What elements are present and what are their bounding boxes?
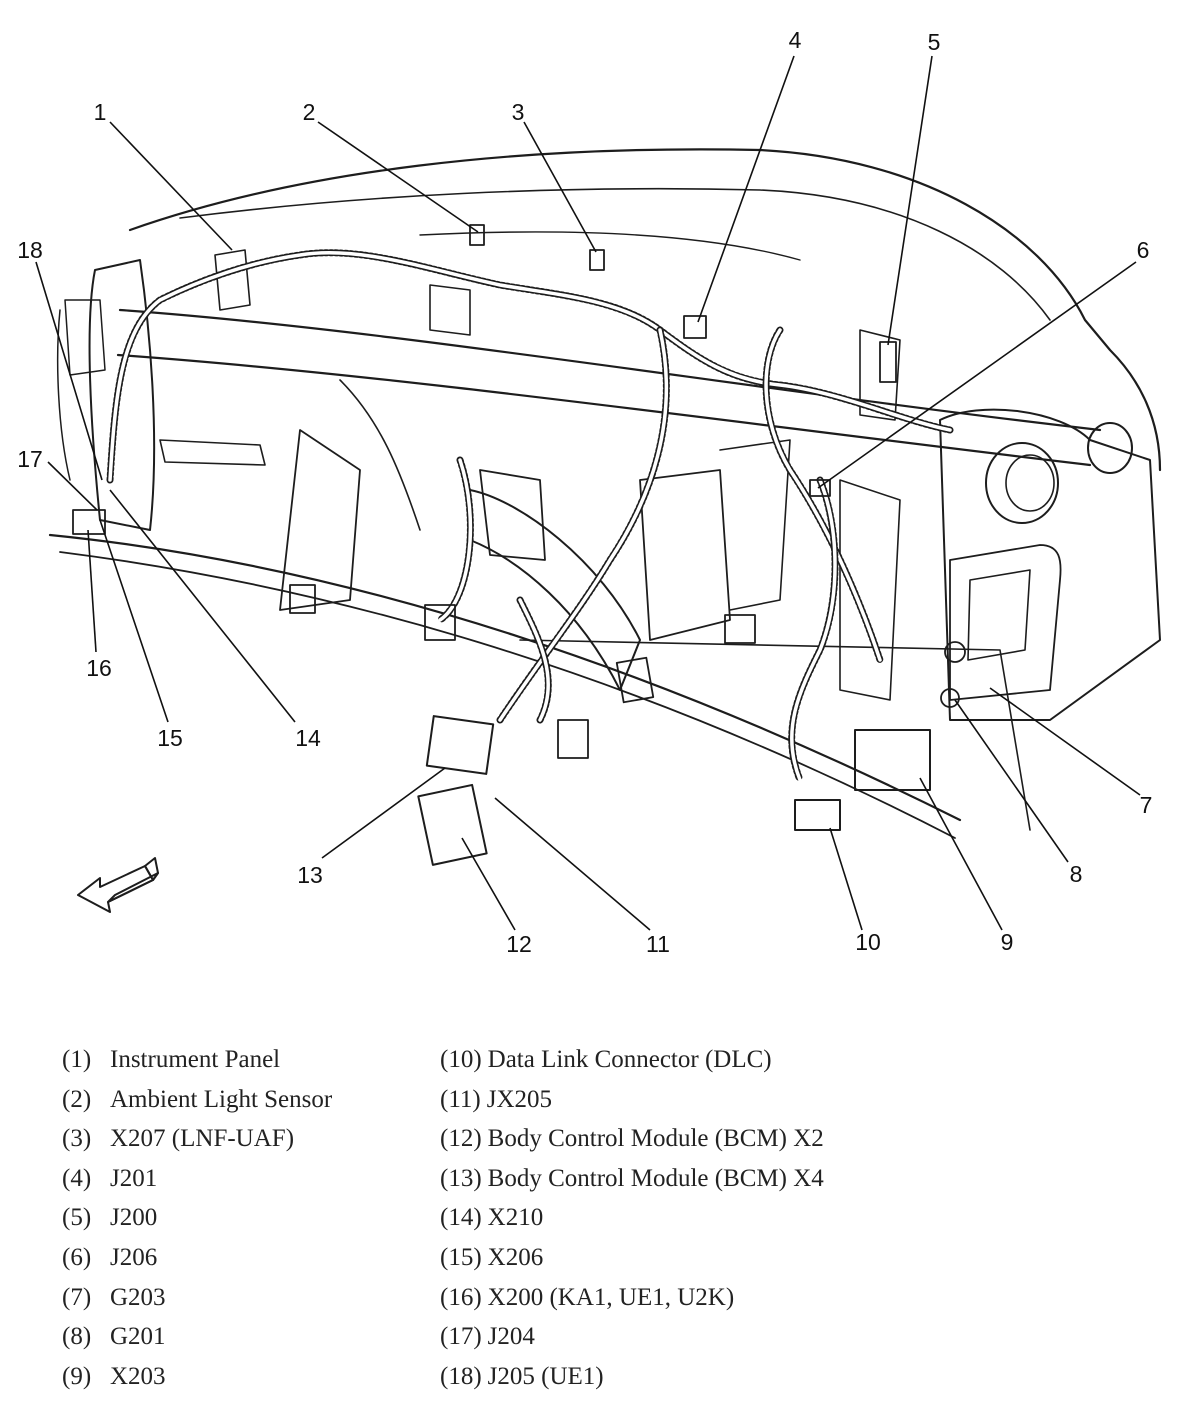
legend-number: (17) (440, 1323, 482, 1351)
legend-label: Instrument Panel (110, 1046, 281, 1073)
legend-number: (15) (440, 1243, 482, 1271)
callout-3: 3 (512, 99, 525, 125)
legend-number: (10) (440, 1046, 482, 1073)
legend-label: Body Control Module (BCM) X2 (487, 1125, 824, 1153)
legend-label: J201 (110, 1164, 158, 1192)
callout-8: 8 (1070, 861, 1083, 887)
connectors (72, 224, 931, 866)
legend-item: (10)Data Link Connector (DLC) (440, 1040, 824, 1080)
legend-label: X210 (487, 1204, 544, 1232)
legend-number: (18) (440, 1362, 482, 1390)
legend-number: (14) (440, 1204, 482, 1232)
direction-arrow-icon (77, 857, 159, 913)
legend-number: (9) (62, 1362, 92, 1390)
legend-item: (17)J204 (440, 1317, 824, 1357)
legend-label: X207 (LNF-UAF) (110, 1125, 295, 1153)
legend-item: (1) Instrument Panel (62, 1040, 332, 1080)
legend-number: (5) (62, 1204, 92, 1232)
legend-label: Body Control Module (BCM) X4 (487, 1164, 824, 1192)
legend-number: (13) (440, 1164, 482, 1192)
callout-11: 11 (646, 931, 670, 957)
legend-item: (13)Body Control Module (BCM) X4 (440, 1159, 824, 1199)
legend-number: (6) (62, 1243, 92, 1271)
callout-2: 2 (303, 99, 316, 125)
callout-6: 6 (1137, 237, 1150, 263)
legend-label: X203 (110, 1362, 166, 1390)
legend-number: (8) (62, 1323, 92, 1351)
legend-label: J205 (UE1) (487, 1362, 604, 1390)
legend-label: G201 (110, 1323, 166, 1351)
callout-18: 18 (17, 237, 43, 263)
legend-item: (11)JX205 (440, 1080, 824, 1120)
legend-number: (3) (62, 1125, 92, 1153)
leader-lines (35, 55, 1141, 931)
legend-column-left: (1) Instrument Panel (2) Ambient Light Sen… (62, 1040, 332, 1396)
wiring-harness (106, 249, 954, 784)
legend-label: X206 (487, 1243, 544, 1271)
legend-number: (16) (440, 1283, 482, 1311)
legend-item: (14)X210 (440, 1198, 824, 1238)
legend-column-right: (10)Data Link Connector (DLC) (11)JX205 … (440, 1040, 824, 1396)
legend-label: J200 (110, 1204, 158, 1232)
legend-item: (6) J206 (62, 1238, 332, 1278)
legend-number: (11) (440, 1085, 481, 1113)
legend-label: G203 (110, 1283, 166, 1311)
legend-number: (4) (62, 1164, 92, 1192)
callout-7: 7 (1140, 792, 1153, 818)
legend-item: (18)J205 (UE1) (440, 1357, 824, 1397)
legend-label: J206 (110, 1243, 158, 1271)
legend-label: J204 (487, 1323, 535, 1351)
legend-item: (16)X200 (KA1, UE1, U2K) (440, 1278, 824, 1318)
callout-13: 13 (297, 862, 323, 888)
legend-label: Ambient Light Sensor (110, 1085, 333, 1113)
legend-number: (1) (62, 1046, 92, 1073)
legend-item: (2) Ambient Light Sensor (62, 1080, 332, 1120)
legend-item: (8) G201 (62, 1317, 332, 1357)
legend-label: JX205 (486, 1085, 553, 1113)
legend-item: (12)Body Control Module (BCM) X2 (440, 1119, 824, 1159)
callout-5: 5 (928, 29, 941, 55)
legend-label: X200 (KA1, UE1, U2K) (487, 1283, 735, 1311)
legend-number: (7) (62, 1283, 92, 1311)
callout-10: 10 (855, 929, 881, 955)
legend-item: (9) X203 (62, 1357, 332, 1397)
callout-17: 17 (17, 446, 43, 472)
legend-item: (3) X207 (LNF-UAF) (62, 1119, 332, 1159)
legend-label: Data Link Connector (DLC) (487, 1046, 772, 1073)
callout-1: 1 (94, 99, 107, 125)
callout-numbers: 1 2 3 4 5 6 7 8 9 10 11 12 13 14 15 16 1… (17, 27, 1152, 957)
callout-16: 16 (86, 655, 112, 681)
legend-item: (15)X206 (440, 1238, 824, 1278)
legend-item: (4) J201 (62, 1159, 332, 1199)
callout-12: 12 (506, 931, 532, 957)
component-legend: (1) Instrument Panel (2) Ambient Light Sen… (0, 1040, 1200, 1400)
legend-item: (7) G203 (62, 1278, 332, 1318)
callout-14: 14 (295, 725, 321, 751)
instrument-panel-wiring-diagram: 1 2 3 4 5 6 7 8 9 10 11 12 13 14 15 16 1… (17, 27, 1162, 957)
legend-number: (12) (440, 1125, 482, 1153)
callout-15: 15 (157, 725, 183, 751)
legend-item: (5) J200 (62, 1198, 332, 1238)
instrument-panel-drawing (48, 148, 1162, 839)
legend-number: (2) (62, 1085, 92, 1113)
callout-4: 4 (789, 27, 802, 53)
callout-9: 9 (1001, 929, 1014, 955)
